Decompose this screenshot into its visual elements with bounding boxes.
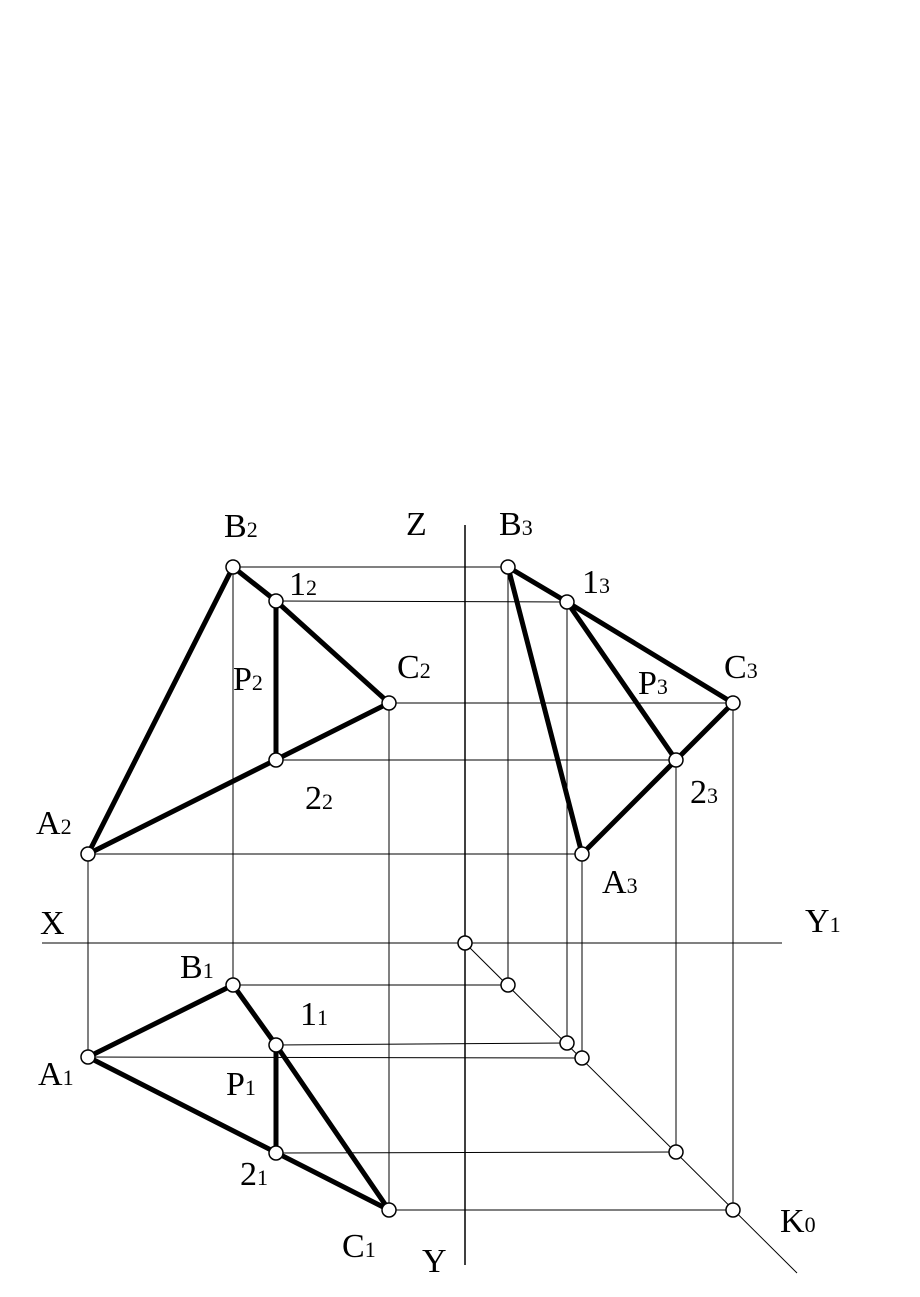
link-a1-k [87,1056,583,1059]
label-21: 21 [240,1156,268,1193]
point-1-k [559,1035,575,1051]
point-c1 [381,1202,397,1218]
point-b2 [225,559,241,575]
point-22 [268,752,284,768]
point-2-k [668,1144,684,1160]
k0-label: K0 [780,1203,816,1240]
point-11 [268,1037,284,1053]
label-11: 11 [300,996,328,1033]
axis-x-label: X [40,905,65,942]
link-12-13 [275,600,568,603]
label-12: 12 [289,566,317,603]
edge-a2-b2 [85,564,236,857]
point-12 [268,593,284,609]
label-22: 22 [305,780,333,817]
label-b3: B3 [499,506,533,543]
label-p1: P1 [226,1066,256,1103]
label-b1: B1 [180,949,214,986]
axis-z-label: Z [406,506,427,543]
point-origin [457,935,473,951]
point-13 [559,594,575,610]
point-a3 [574,846,590,862]
edge-a1-b1 [85,982,236,1060]
point-b1 [225,977,241,993]
edge-11-c1 [273,1042,392,1213]
point-b3 [500,559,516,575]
point-a-k [574,1050,590,1066]
constant-line-k0 [464,942,798,1274]
point-a1 [80,1049,96,1065]
point-c3 [725,695,741,711]
label-c3: C3 [724,649,758,686]
edge-p3 [564,599,679,763]
edge-b2-12 [230,564,279,604]
edge-13-c3 [564,599,736,706]
edge-c1-a1 [85,1054,392,1213]
link-21-k [275,1151,677,1154]
point-c2 [381,695,397,711]
label-c1: C1 [342,1228,376,1265]
edge-c2-a2 [85,700,392,857]
point-b-k [500,977,516,993]
edge-12-c2 [273,598,392,706]
label-p2: P2 [233,661,263,698]
label-p3: P3 [638,665,668,702]
label-a1: A1 [38,1056,74,1093]
edge-c3-a3 [579,700,736,857]
point-a2 [80,846,96,862]
label-c2: C2 [397,649,431,686]
edge-a3-b3 [505,564,585,857]
link-11-k [275,1042,568,1046]
point-21 [268,1145,284,1161]
label-a3: A3 [602,864,638,901]
point-23 [668,752,684,768]
label-a2: A2 [36,805,72,842]
axis-y1-label: Y1 [805,903,841,940]
point-c-k0 [725,1202,741,1218]
label-13: 13 [582,564,610,601]
label-b2: B2 [224,508,258,545]
axis-y-label: Y [422,1243,447,1280]
label-23: 23 [690,774,718,811]
edge-b1-11 [230,982,279,1048]
edge-b3-13 [505,564,570,605]
